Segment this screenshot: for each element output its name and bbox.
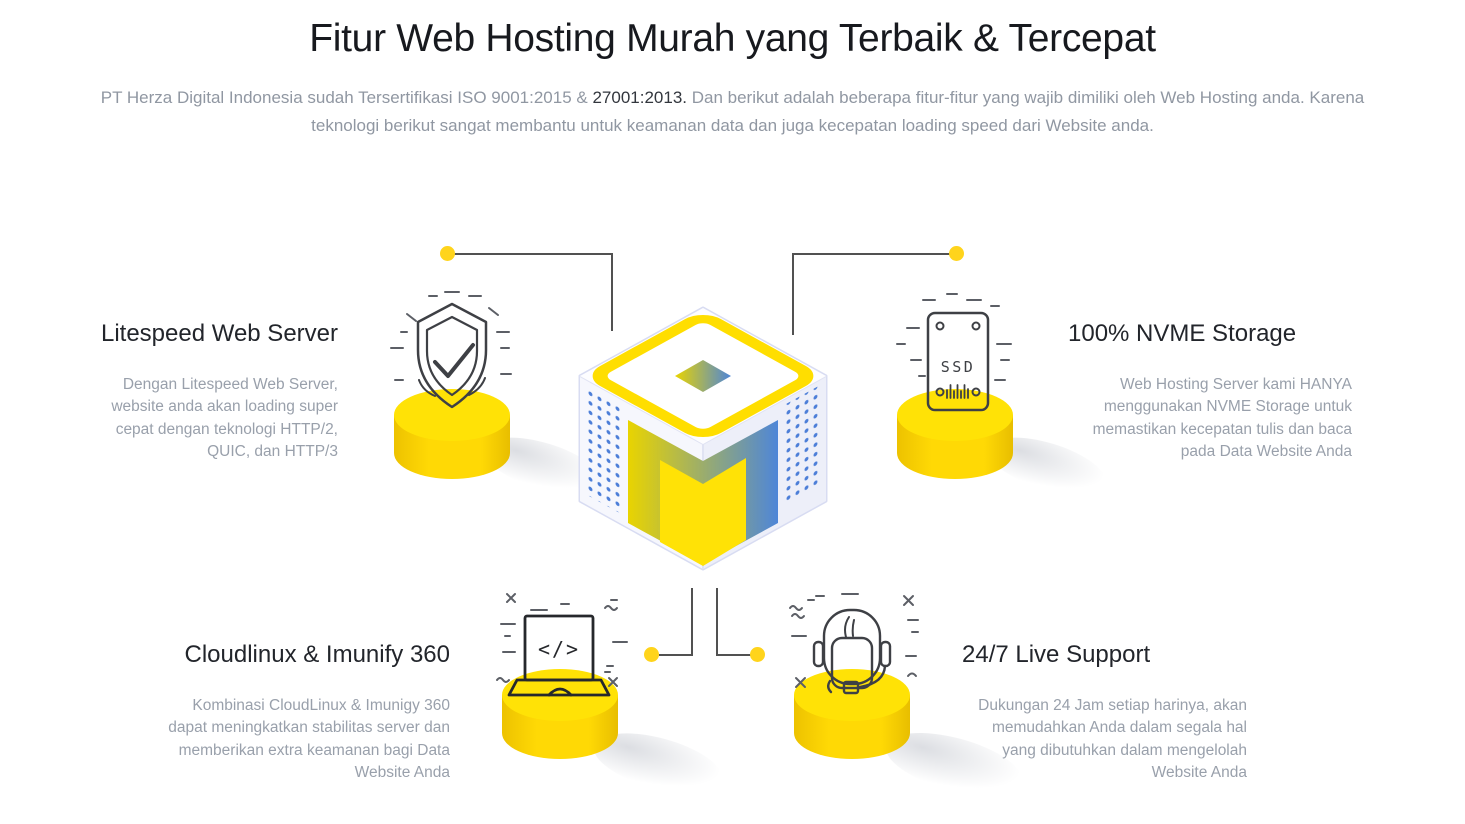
connector-line-top-right-h (792, 253, 951, 255)
code-label: </> (538, 637, 580, 661)
headset-support-icon (789, 593, 919, 759)
feature-nvme-description: Web Hosting Server kami HANYA menggunaka… (1092, 375, 1352, 461)
server-cube-illustration (578, 306, 828, 571)
connector-dot-top-right (949, 246, 964, 261)
subtitle-highlight: 27001:2013. (592, 87, 687, 107)
feature-litespeed-title: Litespeed Web Server (100, 320, 338, 347)
connector-line-top-left-v (611, 253, 613, 331)
connector-line-bottom-left-v (691, 588, 693, 656)
feature-support-title: 24/7 Live Support (962, 641, 1151, 668)
shield-check-icon (390, 291, 512, 479)
connector-dot-bottom-left (644, 647, 659, 662)
feature-support-description: Dukungan 24 Jam setiap harinya, akan mem… (978, 696, 1247, 782)
feature-cloudlinux-title: Cloudlinux & Imunify 360 (184, 641, 450, 668)
section-header: Fitur Web Hosting Murah yang Terbaik & T… (0, 16, 1465, 141)
feature-nvme: 100% NVME Storage Web Hosting Server kam… (1068, 320, 1352, 464)
subtitle-text-after: Dan berikut adalah beberapa fitur-fitur … (311, 87, 1365, 136)
connector-dot-bottom-right (750, 647, 765, 662)
feature-cloudlinux-description: Kombinasi CloudLinux & Imunigy 360 dapat… (168, 696, 450, 782)
page-title: Fitur Web Hosting Murah yang Terbaik & T… (309, 17, 1156, 60)
feature-litespeed-description: Dengan Litespeed Web Server, website and… (111, 375, 338, 461)
ssd-icon: SSD (896, 293, 1013, 479)
laptop-code-icon: </> (496, 593, 628, 759)
connector-line-top-left-h (448, 253, 613, 255)
feature-litespeed: Litespeed Web Server Dengan Litespeed We… (28, 320, 338, 464)
page-subtitle: PT Herza Digital Indonesia sudah Tersert… (83, 84, 1383, 141)
feature-support: 24/7 Live Support Dukungan 24 Jam setiap… (962, 641, 1247, 785)
feature-nvme-title: 100% NVME Storage (1068, 320, 1297, 347)
feature-cloudlinux: Cloudlinux & Imunify 360 Kombinasi Cloud… (120, 641, 450, 785)
ssd-label: SSD (941, 358, 976, 376)
connector-line-bottom-right-h (716, 654, 752, 656)
connector-line-top-right-v (792, 253, 794, 335)
connector-dot-top-left (440, 246, 455, 261)
connector-line-bottom-right-v (716, 588, 718, 656)
connector-line-bottom-left-h (659, 654, 693, 656)
subtitle-text-before: PT Herza Digital Indonesia sudah Tersert… (100, 87, 593, 107)
